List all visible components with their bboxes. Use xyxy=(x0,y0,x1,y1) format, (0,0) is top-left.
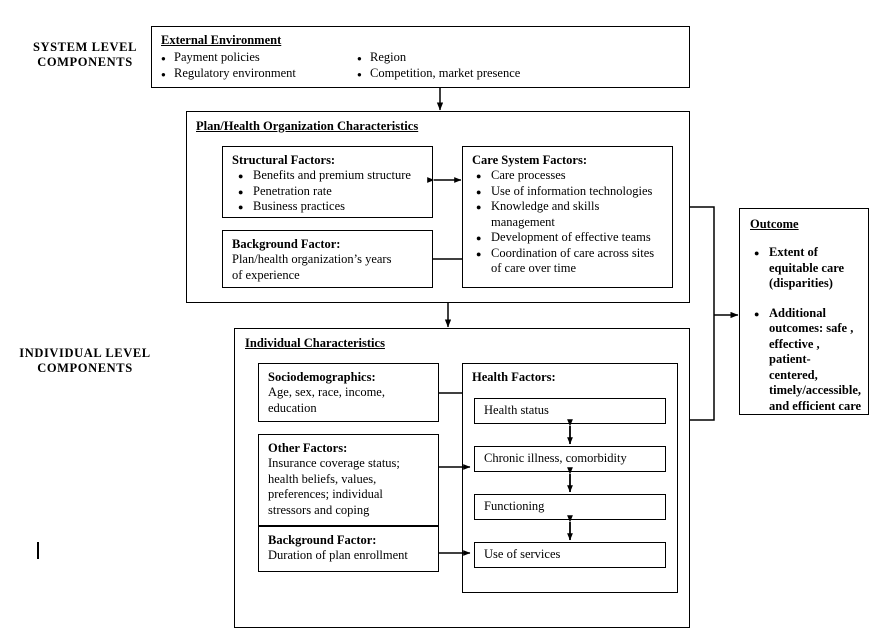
sociodemographics-box: Sociodemographics: Age, sex, race, incom… xyxy=(258,363,439,422)
plan-background-factor-line1: Plan/health organization’s years xyxy=(232,252,392,266)
list-item: Knowledge and skills management xyxy=(476,199,663,230)
individual-background-factor-box: Background Factor: Duration of plan enro… xyxy=(258,526,439,572)
individual-background-factor-header: Background Factor: xyxy=(268,533,377,547)
outcome-2-line6: and efficient care xyxy=(769,398,862,413)
use-of-services-label: Use of services xyxy=(484,547,561,561)
list-item: Use of information technologies xyxy=(476,184,663,200)
external-environment-list-left: Payment policies Regulatory environment xyxy=(161,50,357,82)
diagram-canvas: SYSTEM LEVEL COMPONENTS External Environ… xyxy=(0,0,893,609)
outcome-2-line3: effective , patient- xyxy=(769,336,820,367)
sociodemographics-line1: Age, sex, race, income, xyxy=(268,385,385,399)
external-environment-box: External Environment Payment policies Re… xyxy=(151,26,690,88)
care-system-factors-header: Care System Factors: xyxy=(472,153,588,167)
list-item-outcome-2: Additional outcomes: safe , effective , … xyxy=(754,306,862,415)
list-item: Benefits and premium structure xyxy=(238,168,423,184)
outcome-2-line4: centered, xyxy=(769,367,818,382)
list-item: Competition, market presence xyxy=(357,66,520,82)
individual-characteristics-header: Individual Characteristics xyxy=(245,336,385,350)
functioning-label: Functioning xyxy=(484,499,545,513)
structural-factors-box: Structural Factors: Benefits and premium… xyxy=(222,146,433,218)
individual-level-label-line1: INDIVIDUAL LEVEL xyxy=(19,346,151,360)
individual-level-label: INDIVIDUAL LEVEL COMPONENTS xyxy=(5,346,165,376)
external-environment-list-right: Region Competition, market presence xyxy=(357,50,520,82)
plan-background-factor-line2: of experience xyxy=(232,267,300,282)
list-item: Care processes xyxy=(476,168,663,184)
outcome-2-line5: timely/accessible, xyxy=(769,383,861,397)
list-item-outcome-1: Extent of equitable care (disparities) xyxy=(754,245,862,292)
health-factors-header: Health Factors: xyxy=(472,370,556,384)
bracket-to-outcome xyxy=(690,206,715,421)
outcome-header: Outcome xyxy=(750,217,799,231)
outcome-1-line1: Extent of xyxy=(769,245,818,259)
chronic-illness-label: Chronic illness, comorbidity xyxy=(484,451,627,465)
system-level-label-line2: COMPONENTS xyxy=(37,55,133,69)
outcome-1-line3: (disparities) xyxy=(769,276,833,290)
list-item: Regulatory environment xyxy=(161,66,357,82)
structural-factors-list: Benefits and premium structure Penetrati… xyxy=(238,168,423,215)
outcome-1-line2: equitable care xyxy=(769,260,845,275)
outcome-2-line1: Additional xyxy=(769,305,826,320)
system-level-label: SYSTEM LEVEL COMPONENTS xyxy=(10,40,160,70)
other-factors-line1: Insurance coverage status; xyxy=(268,456,400,470)
individual-level-label-line2: COMPONENTS xyxy=(37,361,133,375)
outcome-box: Outcome Extent of equitable care (dispar… xyxy=(739,208,869,415)
functioning-box: Functioning xyxy=(474,494,666,520)
system-level-label-line1: SYSTEM LEVEL xyxy=(32,40,138,54)
list-item: Development of effective teams xyxy=(476,230,663,246)
health-status-label: Health status xyxy=(484,403,549,417)
sociodemographics-line2: education xyxy=(268,400,317,415)
outcome-list: Extent of equitable care (disparities) A… xyxy=(754,245,862,414)
health-status-box: Health status xyxy=(474,398,666,424)
plan-background-factor-box: Background Factor: Plan/health organizat… xyxy=(222,230,433,288)
sociodemographics-header: Sociodemographics: xyxy=(268,370,376,384)
use-of-services-box: Use of services xyxy=(474,542,666,568)
other-factors-line2: health beliefs, values, xyxy=(268,471,377,486)
care-system-factors-list: Care processes Use of information techno… xyxy=(476,168,663,277)
outcome-2-line2: outcomes: safe , xyxy=(769,321,854,335)
chronic-illness-box: Chronic illness, comorbidity xyxy=(474,446,666,472)
external-environment-columns: Payment policies Regulatory environment … xyxy=(161,50,680,82)
text-caret xyxy=(37,542,39,559)
structural-factors-header: Structural Factors: xyxy=(232,153,336,167)
list-item: Payment policies xyxy=(161,50,357,66)
list-item: Region xyxy=(357,50,520,66)
external-environment-header: External Environment xyxy=(161,33,282,47)
other-factors-line4: stressors and coping xyxy=(268,502,370,517)
plan-health-organization-header: Plan/Health Organization Characteristics xyxy=(196,119,419,133)
list-item: Penetration rate xyxy=(238,184,423,200)
list-item: Business practices xyxy=(238,199,423,215)
list-item: Coordination of care across sites of car… xyxy=(476,246,663,277)
other-factors-header: Other Factors: xyxy=(268,441,348,455)
other-factors-line3: preferences; individual xyxy=(268,487,383,501)
care-system-factors-box: Care System Factors: Care processes Use … xyxy=(462,146,673,288)
other-factors-box: Other Factors: Insurance coverage status… xyxy=(258,434,439,526)
plan-background-factor-header: Background Factor: xyxy=(232,237,341,251)
individual-background-factor-line1: Duration of plan enrollment xyxy=(268,548,408,562)
